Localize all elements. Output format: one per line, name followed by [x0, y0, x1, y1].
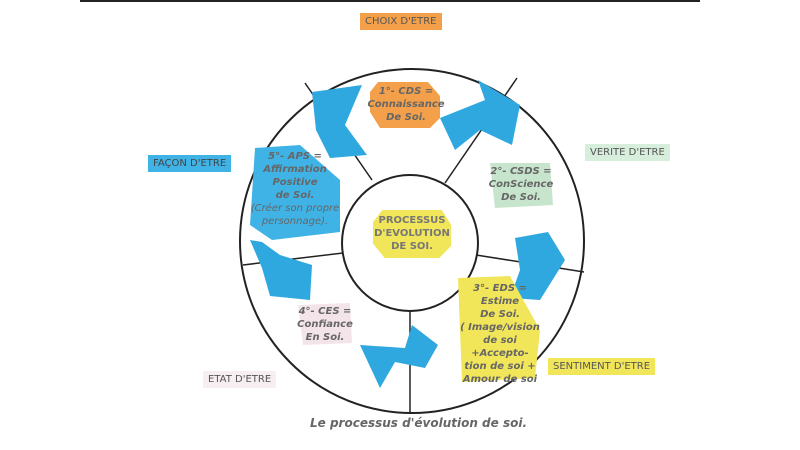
step-line: De Soi. — [386, 112, 426, 123]
label-choix-detre: CHOIX D'ETRE — [360, 13, 442, 30]
step-line: ConScience — [488, 179, 554, 190]
center-line: DE SOI. — [391, 241, 433, 252]
step-2-csds: 2°- CSDS = ConScience De Soi. — [486, 165, 556, 204]
step-line: (Créer son propre — [250, 203, 340, 214]
step-line: De Soi. — [501, 192, 541, 203]
arrow-icon — [360, 325, 438, 388]
sticky-green — [490, 163, 553, 208]
step-line: ( Image/vision — [460, 322, 540, 333]
outer-circle — [239, 68, 585, 414]
step-line: En Soi. — [305, 332, 345, 343]
center-line: D'EVOLUTION — [374, 228, 450, 239]
step-line: personnage). — [261, 216, 329, 227]
sticky-orange — [370, 82, 440, 128]
label-sentiment-detre: SENTIMENT D'ETRE — [548, 358, 656, 375]
step-5-aps: 5°- APS = Affirmation Positive de Soi. (… — [248, 150, 342, 228]
step-line: 2°- CSDS = — [490, 166, 552, 177]
scan-border-line — [80, 0, 700, 2]
label-facon-detre: FAÇON D'ETRE — [148, 155, 232, 172]
step-line: Connaissance — [367, 99, 445, 110]
step-line: Estime — [480, 296, 520, 307]
arrow-icon — [250, 240, 312, 300]
step-4-ces: 4°- CES = Confiance En Soi. — [292, 305, 358, 344]
step-line: Positive — [272, 177, 318, 188]
step-line: 4°- CES = — [298, 306, 352, 317]
step-line: tion de soi + — [464, 361, 536, 372]
step-line: 3°- EDS = — [473, 283, 527, 294]
sticky-blue — [250, 145, 340, 240]
divider — [444, 77, 518, 184]
step-line: Amour de soi — [462, 374, 538, 385]
step-line: de Soi. — [275, 190, 315, 201]
label-verite-detre: VERITE D'ETRE — [585, 144, 670, 161]
step-line: De Soi. — [480, 309, 520, 320]
center-label: PROCESSUS D'EVOLUTION DE SOI. — [373, 210, 451, 258]
step-line: de soi +Accepto- — [471, 335, 529, 359]
center-line: PROCESSUS — [378, 215, 446, 226]
step-1-cds: 1°- CDS = Connaissance De Soi. — [366, 85, 446, 124]
step-line: Confiance — [297, 319, 353, 330]
label-etat-detre: ETAT D'ETRE — [203, 371, 277, 388]
step-line: 1°- CDS = — [378, 86, 434, 97]
step-line: 5°- APS = — [268, 151, 322, 162]
arrow-icon — [312, 85, 367, 158]
sticky-yellow — [458, 276, 540, 382]
step-line: Affirmation — [263, 164, 327, 175]
arrow-icon — [440, 80, 520, 150]
divider — [242, 252, 344, 266]
diagram-caption: Le processus d'évolution de soi. — [310, 416, 528, 430]
step-3-eds: 3°- EDS = Estime De Soi. ( Image/vision … — [456, 282, 544, 386]
sticky-pink — [298, 303, 352, 345]
arrow-icon — [510, 232, 565, 300]
